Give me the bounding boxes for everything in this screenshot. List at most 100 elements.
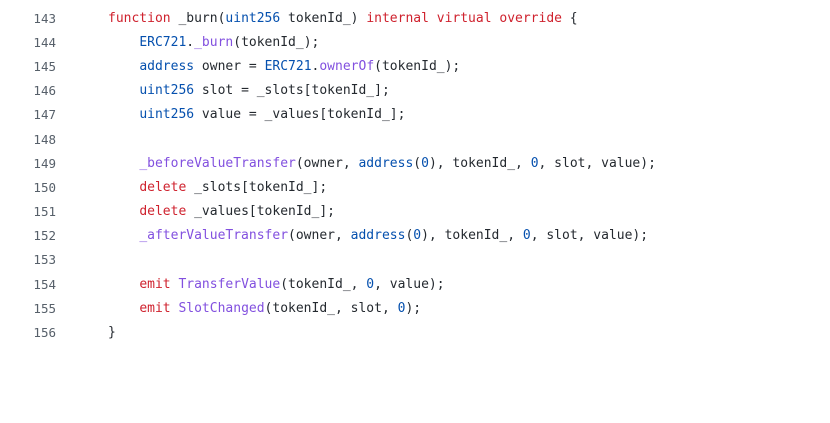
code-token: _burn: [194, 34, 234, 50]
code-token: [108, 301, 139, 316]
code-token: SlotChanged: [178, 300, 265, 316]
code-token: _slots[tokenId_];: [186, 179, 328, 195]
code-line: 153: [0, 248, 830, 272]
code-line: 149 _beforeValueTransfer(owner, address(…: [0, 151, 830, 175]
code-token: [108, 83, 139, 98]
code-token: (owner,: [295, 155, 359, 171]
line-code: emit TransferValue(tokenId_, 0, value);: [56, 276, 445, 292]
code-token: {: [561, 10, 578, 26]
code-token: (: [413, 155, 422, 171]
line-number[interactable]: 151: [33, 204, 56, 220]
code-line: 155 emit SlotChanged(tokenId_, slot, 0);: [0, 296, 830, 320]
line-code: emit SlotChanged(tokenId_, slot, 0);: [56, 301, 421, 316]
code-token: [108, 59, 139, 74]
line-number[interactable]: 146: [33, 83, 56, 99]
line-number[interactable]: 152: [33, 228, 56, 244]
code-token: delete: [139, 204, 187, 220]
code-token: (owner,: [288, 228, 351, 244]
line-number[interactable]: 145: [33, 58, 56, 74]
code-token: uint256: [225, 10, 281, 26]
code-line: 154 emit TransferValue(tokenId_, 0, valu…: [0, 272, 830, 296]
code-line: 143 function _burn(uint256 tokenId_) inte…: [0, 6, 830, 30]
code-line: 145 address owner = ERC721.ownerOf(token…: [0, 54, 830, 78]
code-token: tokenId_): [280, 10, 367, 26]
code-token: [108, 228, 139, 243]
code-line: 150 delete _slots[tokenId_];: [0, 175, 830, 199]
code-token: ERC721: [264, 58, 312, 74]
code-token: 0: [397, 300, 406, 316]
code-token: (tokenId_,: [280, 276, 367, 292]
code-token: [108, 156, 139, 171]
code-token: ), tokenId_,: [421, 228, 523, 244]
code-token: ownerOf: [319, 58, 375, 74]
code-token: (tokenId_, slot,: [264, 300, 398, 316]
code-token: [108, 204, 139, 219]
line-number[interactable]: 144: [33, 34, 56, 50]
code-token: (tokenId_);: [233, 34, 320, 50]
code-token: , value);: [374, 276, 445, 292]
line-code: }: [56, 325, 116, 340]
code-token: .: [186, 34, 195, 50]
code-line: 147 uint256 value = _values[tokenId_];: [0, 103, 830, 127]
code-token: _afterValueTransfer: [139, 228, 289, 244]
code-token: [108, 35, 139, 50]
code-token: (: [217, 10, 226, 26]
line-number[interactable]: 148: [33, 131, 56, 147]
code-token: delete: [139, 179, 187, 195]
line-number[interactable]: 143: [33, 10, 56, 26]
code-token: [108, 277, 139, 292]
code-token: uint256: [139, 107, 195, 123]
code-token: address: [358, 155, 414, 171]
line-number[interactable]: 156: [33, 325, 56, 341]
line-code: delete _values[tokenId_];: [56, 204, 335, 219]
line-code: _beforeValueTransfer(owner, address(0), …: [56, 156, 656, 171]
code-token: 0: [421, 155, 429, 171]
line-code: ERC721._burn(tokenId_);: [56, 35, 319, 50]
code-token: 0: [366, 276, 375, 292]
code-token: , slot, value);: [530, 228, 649, 244]
line-number[interactable]: 147: [33, 107, 56, 123]
code-token: address: [139, 58, 195, 74]
code-token: 0: [413, 228, 422, 244]
code-line: 151 delete _values[tokenId_];: [0, 200, 830, 224]
code-token: 0: [522, 228, 531, 244]
line-number[interactable]: 154: [33, 276, 56, 292]
line-number[interactable]: 149: [33, 155, 56, 171]
line-code: address owner = ERC721.ownerOf(tokenId_)…: [56, 59, 460, 74]
code-token: owner =: [194, 58, 265, 74]
code-token: , slot, value);: [538, 155, 656, 171]
line-number[interactable]: 150: [33, 179, 56, 195]
code-token: [108, 180, 139, 195]
line-number[interactable]: 155: [33, 300, 56, 316]
line-code: _afterValueTransfer(owner, address(0), t…: [56, 228, 648, 243]
code-token: (tokenId_);: [374, 58, 461, 74]
code-token: );: [405, 300, 422, 316]
code-line: 144 ERC721._burn(tokenId_);: [0, 30, 830, 54]
code-token: (: [405, 228, 414, 244]
code-token: emit: [139, 300, 171, 316]
code-line: 156}: [0, 320, 830, 344]
code-token: ERC721: [139, 34, 187, 50]
line-code: uint256 slot = _slots[tokenId_];: [56, 83, 390, 99]
code-token: _burn: [178, 10, 218, 26]
code-token: function: [108, 10, 179, 26]
code-token: address: [350, 228, 406, 244]
code-token: [108, 107, 139, 122]
code-token: ), tokenId_,: [428, 155, 531, 171]
code-token: emit: [139, 276, 171, 292]
code-token: }: [108, 325, 116, 341]
code-token: .: [311, 58, 320, 74]
line-number[interactable]: 153: [33, 252, 56, 268]
code-token: 0: [530, 155, 539, 171]
code-token: TransferValue: [178, 276, 281, 292]
code-token: _beforeValueTransfer: [139, 155, 296, 171]
code-line: 146 uint256 slot = _slots[tokenId_];: [0, 79, 830, 103]
code-token: internal virtual override: [366, 10, 562, 26]
code-token: value = _values[tokenId_];: [194, 107, 406, 123]
line-code: uint256 value = _values[tokenId_];: [56, 107, 405, 122]
code-token: uint256: [139, 83, 195, 99]
code-token: slot = _slots[tokenId_];: [194, 83, 390, 99]
code-line: 148: [0, 127, 830, 151]
